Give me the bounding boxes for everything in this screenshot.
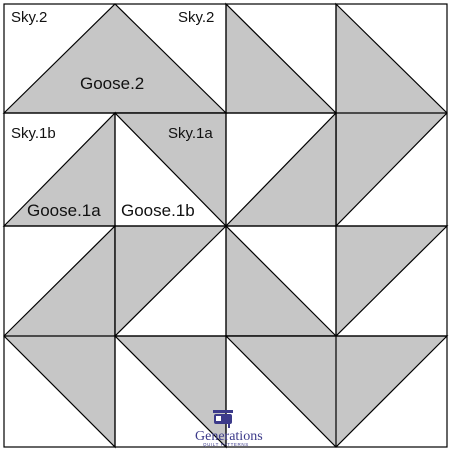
sky-2-right-label: Sky.2 [178, 9, 214, 26]
sky-1a-label: Sky.1a [168, 125, 213, 142]
generations-logo: Generations QUILT PATTERNS [195, 410, 263, 447]
sky-1b-label: Sky.1b [11, 125, 56, 142]
goose-1b-label: Goose.1b [121, 201, 195, 220]
goose-1a-label: Goose.1a [27, 201, 101, 220]
logo-name: Generations [195, 429, 263, 444]
logo-tagline: QUILT PATTERNS [203, 442, 249, 447]
sky-2-left-label: Sky.2 [11, 9, 47, 26]
grid-lines [4, 4, 447, 447]
sewing-machine-icon [213, 410, 233, 428]
goose-2-label: Goose.2 [80, 74, 144, 93]
